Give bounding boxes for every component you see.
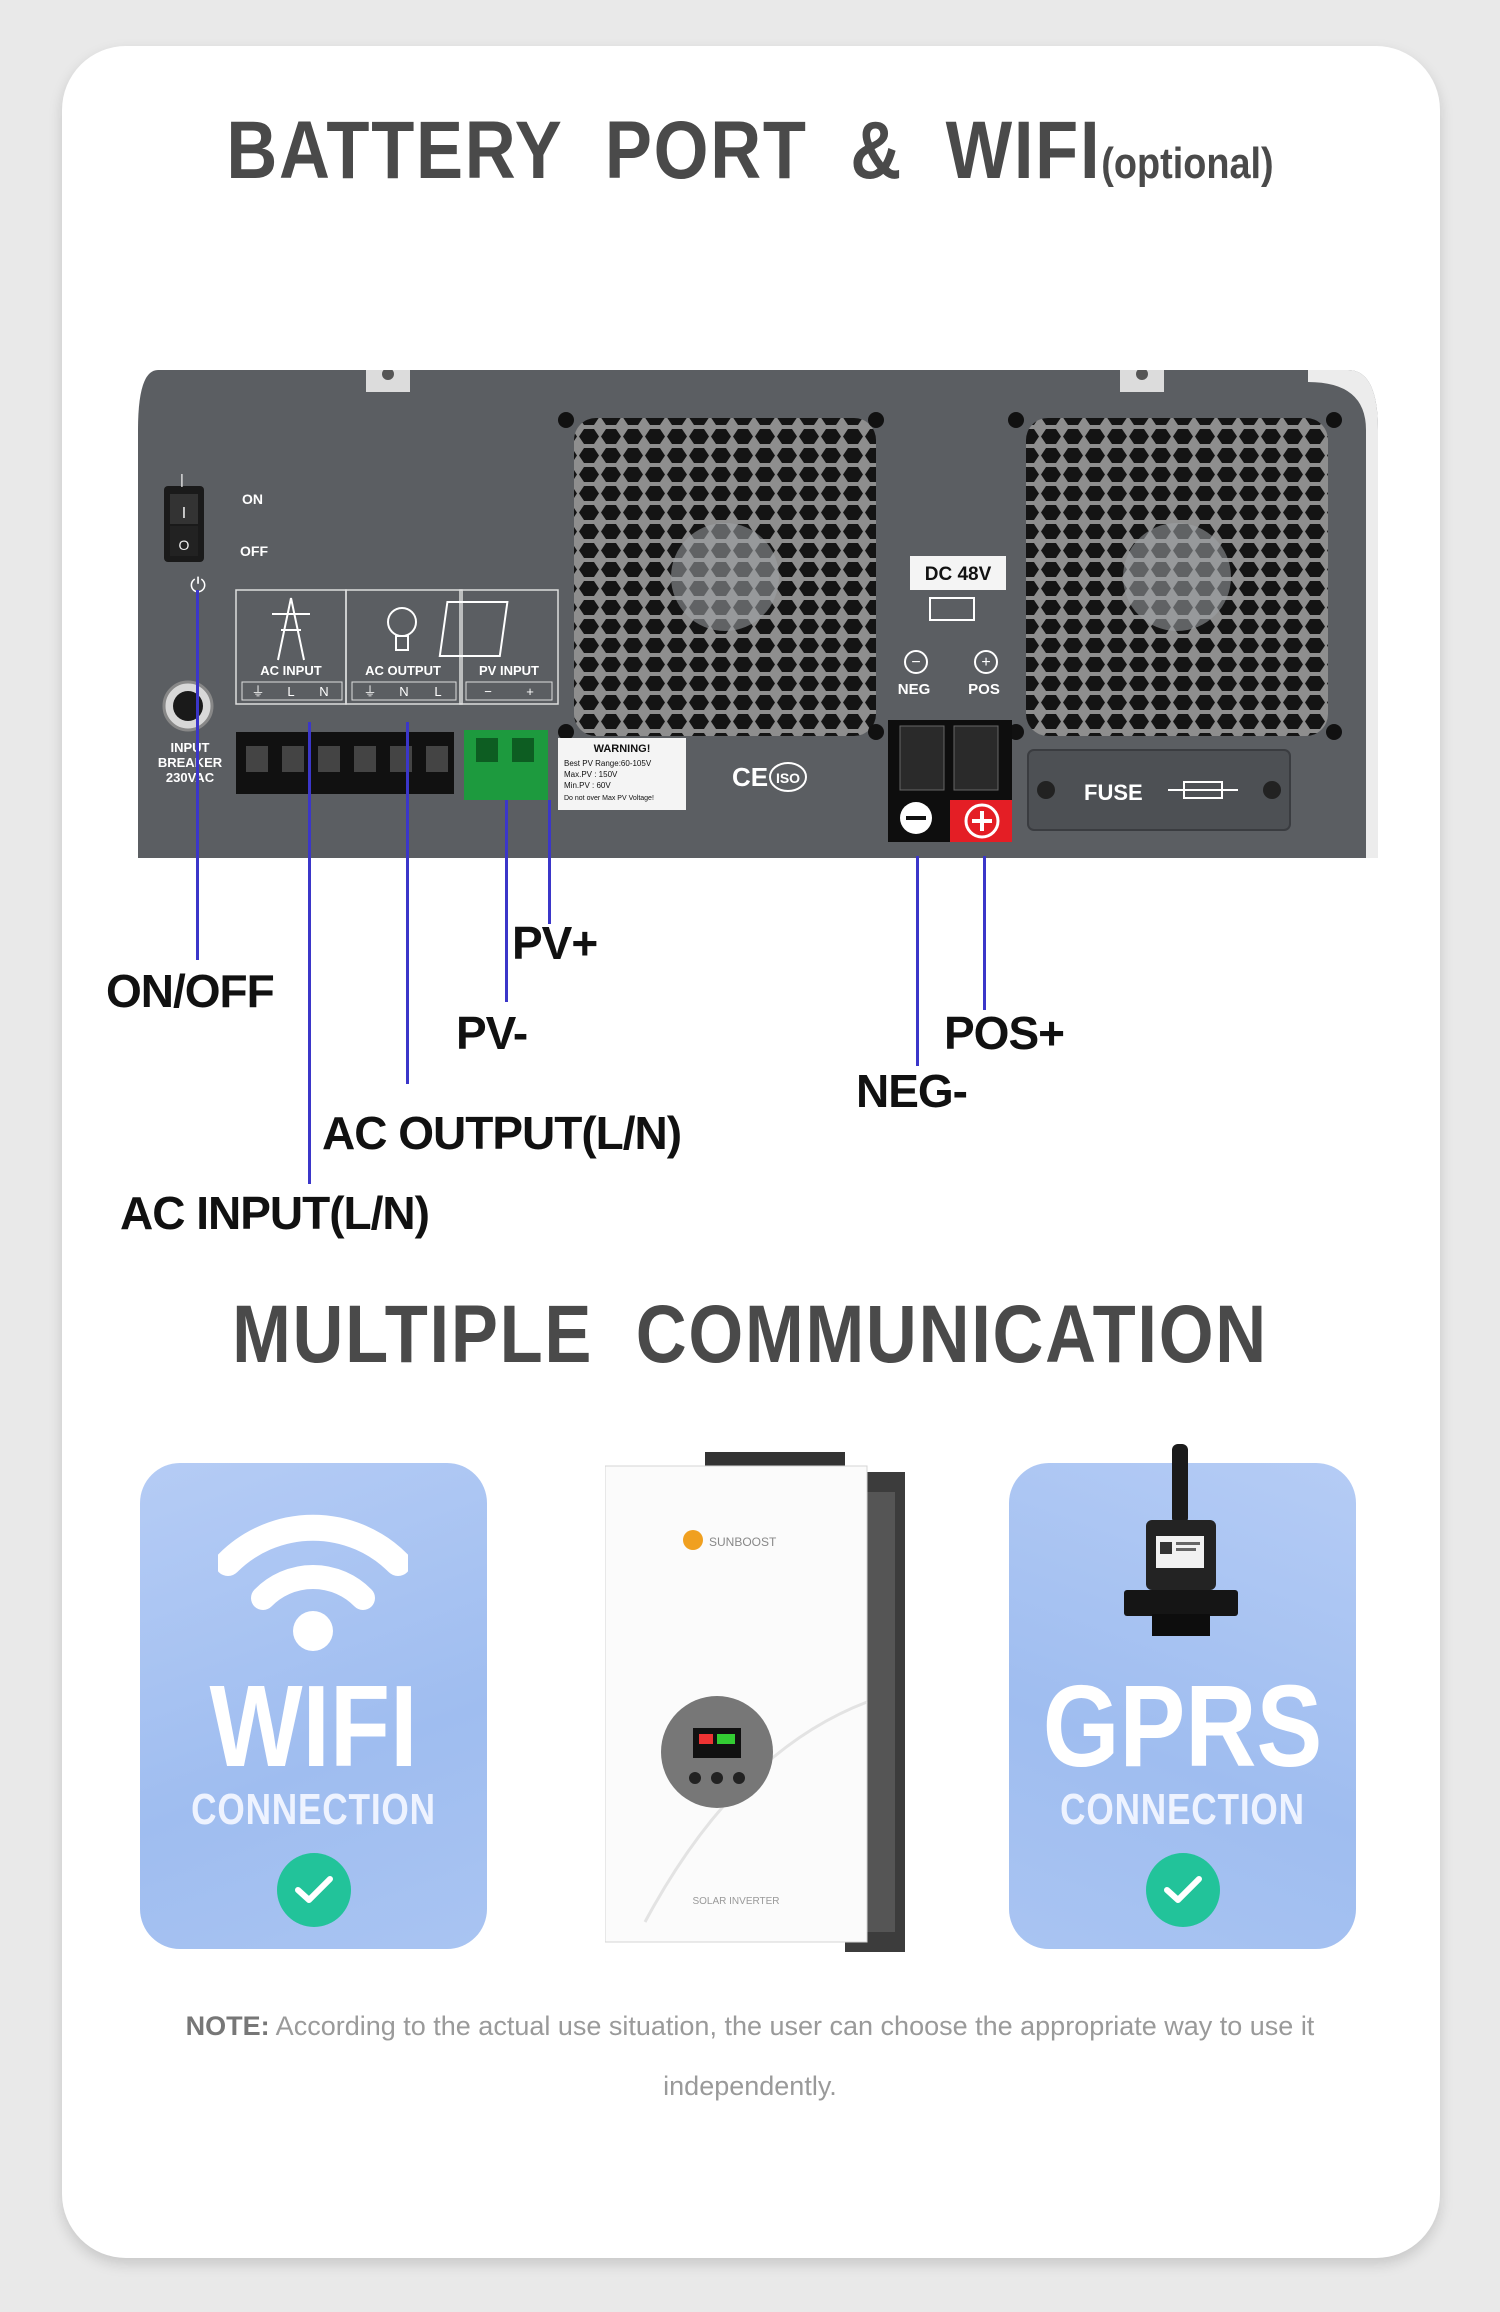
iso-mark: ISO	[776, 770, 800, 786]
fuse-label: FUSE	[1084, 780, 1143, 805]
fuse-icon	[1168, 781, 1238, 799]
breaker-label-3: 230VAC	[166, 770, 215, 785]
gprs-title: GPRS	[1042, 1661, 1323, 1791]
pv-term-1: −	[484, 684, 492, 699]
wifi-connection-label: CONNECTION	[191, 1785, 436, 1834]
neg-line	[916, 856, 919, 1066]
panel-pv-input-label: PV INPUT	[479, 663, 539, 678]
neg-label: NEG	[898, 681, 931, 698]
gprs-module-icon	[1124, 1444, 1238, 1636]
ac-in-term-1: ⏚	[251, 684, 264, 699]
switch-on-label: ON	[242, 491, 263, 507]
ac-out-term-1: ⏚	[363, 684, 376, 699]
ac-in-term-3: N	[319, 684, 328, 699]
gprs-connection-label: CONNECTION	[1060, 1785, 1305, 1834]
communication-heading: MULTIPLE COMMUNICATION	[232, 1289, 1268, 1380]
note-label: NOTE:	[185, 2011, 270, 2041]
svg-text:+: +	[981, 654, 990, 671]
panel-ac-input-label: AC INPUT	[260, 663, 321, 678]
pv-plus-line	[548, 800, 551, 924]
gprs-check-icon	[1146, 1853, 1220, 1927]
panel-ac-output-label: AC OUTPUT	[365, 663, 441, 678]
svg-text:|: |	[180, 471, 184, 487]
wifi-title: WIFI	[209, 1661, 418, 1791]
switch-o-mark: O	[179, 537, 190, 553]
wifi-icon	[218, 1514, 408, 1651]
pv-minus-label: PV-	[456, 1007, 528, 1059]
on-off-label: ON/OFF	[106, 965, 275, 1017]
note-text: According to the actual use situation, t…	[269, 2011, 1315, 2101]
inverter-back-panel: I O | ON OFF ⏻ INPUT BREAKER 230VAC AC I…	[138, 370, 1378, 858]
wifi-card: WIFI CONNECTION	[140, 1463, 487, 1949]
optional-label: (optional)	[1101, 139, 1274, 188]
battery-icon	[929, 597, 975, 621]
neg-minus-label: NEG-	[856, 1065, 968, 1117]
pv-term-2: +	[526, 684, 534, 699]
warning-line-4: Do not over Max PV Voltage!	[564, 795, 654, 802]
pylon-icon	[272, 597, 310, 661]
breaker-label-1: INPUT	[171, 740, 210, 755]
ac-in-term-2: L	[287, 684, 294, 699]
warning-title: WARNING!	[594, 743, 651, 755]
ac-input-line	[308, 722, 311, 1184]
svg-text:−: −	[911, 654, 920, 671]
ac-out-term-2: N	[399, 684, 408, 699]
warning-line-2: Max.PV : 150V	[564, 770, 618, 779]
solar-panel-icon	[438, 601, 509, 657]
warning-line-1: Best PV Range:60-105V	[564, 759, 652, 768]
usage-note: NOTE: According to the actual use situat…	[140, 1996, 1360, 2116]
warning-label	[558, 738, 686, 810]
inverter-front-image: SUNBOOST SOLAR INVERTER	[605, 1452, 905, 1952]
on-off-line	[196, 590, 199, 960]
pv-minus-line	[505, 800, 508, 1002]
switch-off-label: OFF	[240, 543, 268, 559]
power-symbol-icon: ⏻	[190, 575, 206, 597]
brand-label: SUNBOOST	[709, 1535, 777, 1549]
ac-input-label: AC INPUT(L/N)	[120, 1187, 430, 1239]
ac-output-label: AC OUTPUT(L/N)	[322, 1107, 682, 1159]
ce-mark: CE	[732, 762, 768, 792]
ac-terminal-block	[236, 732, 454, 794]
ac-out-term-3: L	[434, 684, 441, 699]
pos-terminal-icon	[964, 803, 1000, 839]
fuse-holder[interactable]	[1027, 749, 1291, 831]
breaker-label-2: BREAKER	[158, 755, 223, 770]
battery-heading-text: BATTERY PORT & WIFI	[226, 105, 1102, 196]
wifi-check-icon	[277, 1853, 351, 1927]
dc-voltage-label	[910, 556, 1006, 590]
switch-i-mark: I	[182, 505, 186, 522]
warning-line-3: Min.PV : 60V	[564, 781, 611, 790]
pos-line	[983, 856, 986, 1010]
ac-output-line	[406, 722, 409, 1084]
pos-plus-label: POS+	[944, 1007, 1065, 1059]
battery-port-heading: BATTERY PORT & WIFI(optional)	[105, 104, 1395, 198]
product-name: SOLAR INVERTER	[692, 1896, 779, 1907]
pos-label: POS	[968, 681, 1000, 698]
dc-voltage-text: DC 48V	[925, 564, 992, 585]
pv-plus-label: PV+	[512, 917, 598, 969]
